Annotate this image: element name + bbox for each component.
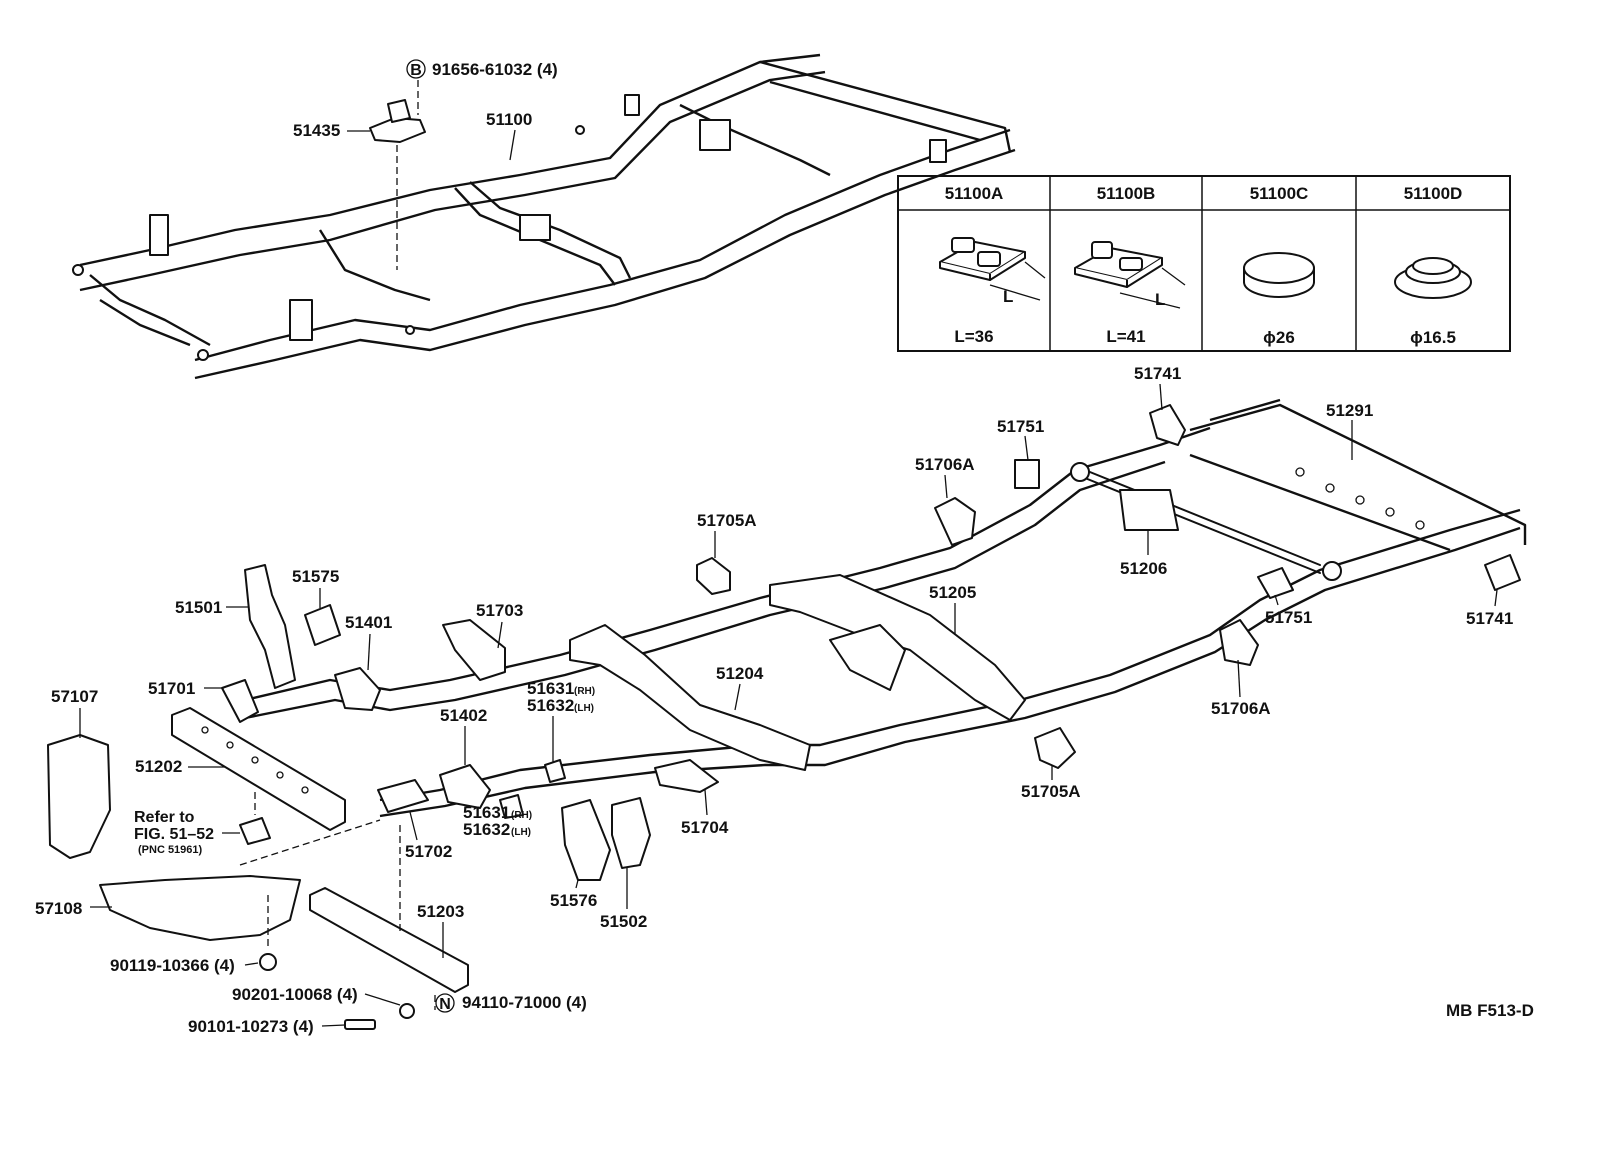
- pad-51100a: L: [939, 237, 1046, 306]
- parts-table: 51100A 51100B 51100C 51100D L L: [897, 175, 1511, 352]
- label-51575: 51575: [292, 567, 339, 586]
- upper-frame-assembly: [72, 53, 1016, 380]
- cap-51100c: [1243, 252, 1315, 298]
- svg-text:FIG. 51–52: FIG. 51–52: [134, 826, 214, 843]
- label-51576: 51576: [550, 891, 597, 910]
- label-51203: 51203: [417, 902, 464, 921]
- diagram-code: MB F513-D: [1446, 1001, 1534, 1020]
- label-51502: 51502: [600, 912, 647, 931]
- label-57108: 57108: [35, 899, 82, 918]
- reference-note: Refer to FIG. 51–52 (PNC 51961): [134, 809, 214, 856]
- table-header-51100b: 51100B: [1097, 184, 1156, 203]
- label-51701: 51701: [148, 679, 195, 698]
- label-51631-b: 51631: [463, 803, 510, 822]
- label-51401: 51401: [345, 613, 392, 632]
- pad-51100b: L: [1074, 241, 1186, 309]
- label-90119-10366: 90119-10366 (4): [110, 956, 235, 975]
- label-51402: 51402: [440, 706, 487, 725]
- svg-text:B: B: [410, 62, 422, 79]
- table-spec-51100b: L=41: [1106, 327, 1145, 346]
- cap-51100d: [1394, 257, 1472, 299]
- holes-51291: [1295, 467, 1425, 530]
- svg-text:(RH): (RH): [574, 686, 595, 697]
- label-91656-61032: 91656-61032 (4): [432, 60, 558, 79]
- table-spec-51100a: L=36: [954, 327, 993, 346]
- svg-text:(RH): (RH): [511, 810, 532, 821]
- table-spec-51100c: ϕ26: [1263, 328, 1295, 347]
- label-51702: 51702: [405, 842, 452, 861]
- svg-text:(LH): (LH): [511, 827, 531, 838]
- bolt-marker-b: B: [406, 59, 426, 79]
- label-51100: 51100: [486, 110, 532, 129]
- holes-51202: [201, 726, 309, 794]
- label-51435: 51435: [293, 121, 340, 140]
- label-51205: 51205: [929, 583, 976, 602]
- label-51202: 51202: [135, 757, 182, 776]
- label-51206: 51206: [1120, 559, 1167, 578]
- svg-text:(PNC 51961): (PNC 51961): [138, 844, 203, 856]
- label-51704: 51704: [681, 818, 729, 837]
- label-51631-a: 51631: [527, 679, 574, 698]
- svg-text:Refer to: Refer to: [134, 809, 195, 826]
- label-51751-right: 51751: [1265, 608, 1312, 627]
- svg-text:(LH): (LH): [574, 703, 594, 714]
- label-90101-10273: 90101-10273 (4): [188, 1017, 314, 1036]
- label-51632-a: 51632: [527, 696, 574, 715]
- label-57107: 57107: [51, 687, 98, 706]
- bracket-51435: [369, 99, 426, 143]
- table-header-51100c: 51100C: [1250, 184, 1309, 203]
- label-51632-b: 51632: [463, 820, 510, 839]
- label-51703: 51703: [476, 601, 523, 620]
- label-51705a-top: 51705A: [697, 511, 757, 530]
- exploded-frame: [47, 398, 1527, 1030]
- nut-marker-n: N: [435, 993, 455, 1013]
- label-90201-10068: 90201-10068 (4): [232, 985, 358, 1004]
- label-51705a-bottom: 51705A: [1021, 782, 1081, 801]
- label-51291: 51291: [1326, 401, 1373, 420]
- label-94110-71000: 94110-71000 (4): [462, 993, 587, 1012]
- label-51501: 51501: [175, 598, 222, 617]
- label-51741-top: 51741: [1134, 364, 1181, 383]
- label-51706a-bottom: 51706A: [1211, 699, 1271, 718]
- label-51204: 51204: [716, 664, 764, 683]
- svg-text:L: L: [1003, 287, 1013, 306]
- label-51751-top: 51751: [997, 417, 1044, 436]
- table-header-51100d: 51100D: [1404, 184, 1463, 203]
- label-51706a-top: 51706A: [915, 455, 975, 474]
- svg-text:L: L: [1155, 290, 1165, 309]
- label-51741-right: 51741: [1466, 609, 1513, 628]
- table-header-51100a: 51100A: [945, 184, 1004, 203]
- table-spec-51100d: ϕ16.5: [1410, 328, 1456, 347]
- svg-text:N: N: [439, 996, 451, 1013]
